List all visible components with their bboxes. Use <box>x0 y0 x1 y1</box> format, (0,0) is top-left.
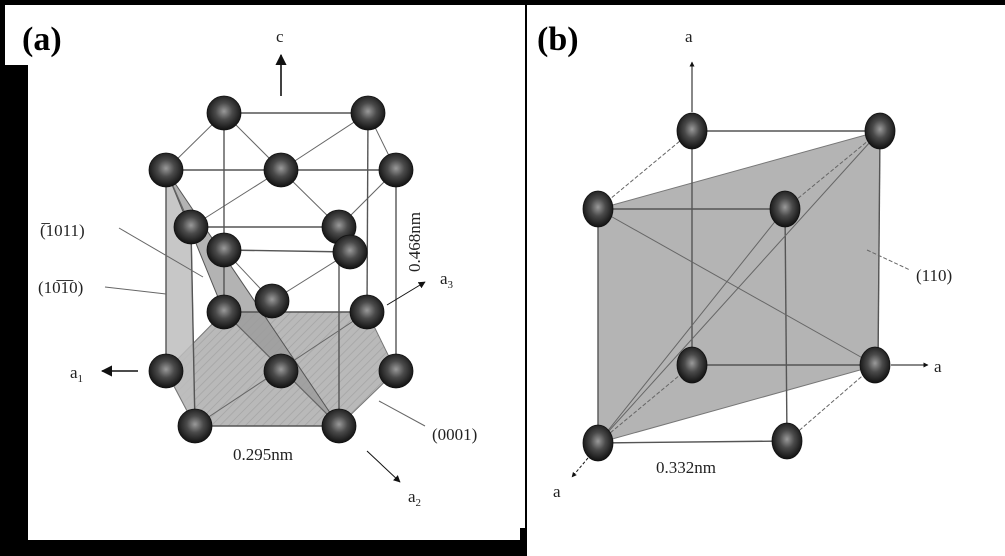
bcc-atoms <box>582 112 896 462</box>
atom <box>769 190 801 228</box>
atom <box>173 209 209 245</box>
hcp-atoms <box>148 95 414 444</box>
lattice-a-label: 0.295nm <box>233 445 293 464</box>
pyramidal-plane-label: (̅1011) <box>40 221 85 240</box>
atom <box>378 152 414 188</box>
atom <box>582 190 614 228</box>
atom <box>676 346 708 384</box>
atom <box>676 112 708 150</box>
panel-a-background <box>28 5 525 540</box>
atom <box>859 346 891 384</box>
a3-axis-arrow <box>386 281 426 306</box>
atom <box>206 232 242 268</box>
a2-axis-label: a2 <box>408 487 421 509</box>
atom <box>349 294 385 330</box>
atom <box>321 408 357 444</box>
a1-axis-label: a1 <box>70 363 83 385</box>
atom <box>206 294 242 330</box>
atom <box>206 95 242 131</box>
plane-110-label: (110) <box>916 266 952 285</box>
atom <box>177 408 213 444</box>
atom <box>263 353 299 389</box>
atom <box>148 353 184 389</box>
a3-axis-label: a3 <box>440 269 454 291</box>
atom <box>332 234 368 270</box>
atom <box>148 152 184 188</box>
front-axis-label: a <box>553 482 561 501</box>
atom <box>350 95 386 131</box>
atom <box>263 152 299 188</box>
panel-a: (a) <box>5 5 525 540</box>
lattice-c-label: 0.468nm <box>405 212 424 272</box>
prismatic-plane-label: (10̅1̅0) <box>38 278 83 297</box>
panel-b: (b) <box>520 5 1005 556</box>
bcc-edges <box>597 130 881 444</box>
atom <box>771 422 803 460</box>
atom <box>378 353 414 389</box>
front-axis-arrow <box>571 457 589 478</box>
basal-plane-label: (0001) <box>432 425 477 444</box>
up-axis-label: a <box>685 27 693 46</box>
a2-axis-arrow <box>366 450 401 483</box>
atom <box>864 112 896 150</box>
atom <box>254 283 290 319</box>
panel-a-label: (a) <box>22 21 62 58</box>
c-axis-label: c <box>276 27 284 46</box>
atom <box>582 424 614 462</box>
leader-line <box>378 400 426 427</box>
right-axis-label: a <box>934 357 942 376</box>
panel-b-label: (b) <box>537 21 579 58</box>
leader-line <box>118 227 204 278</box>
lattice-a-label: 0.332nm <box>656 458 716 477</box>
panel-a-label-box <box>5 5 35 65</box>
leader-line <box>866 249 911 271</box>
leader-line <box>104 286 167 295</box>
